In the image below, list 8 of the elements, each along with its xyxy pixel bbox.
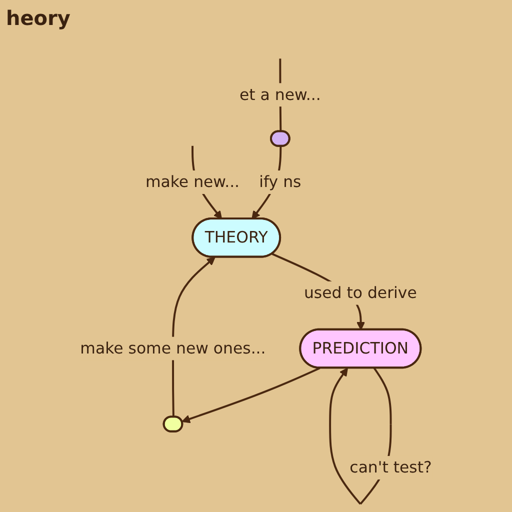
- title: heory: [6, 6, 70, 30]
- edge-label: used to derive: [304, 283, 417, 302]
- edge-label: make new...: [145, 172, 240, 192]
- edge-label: make some new ones...: [80, 338, 266, 358]
- edge-label: et a new...: [239, 85, 321, 104]
- edge-label: can't test?: [350, 458, 432, 477]
- edge-label: ify ns: [259, 172, 302, 192]
- arrow: [182, 367, 320, 424]
